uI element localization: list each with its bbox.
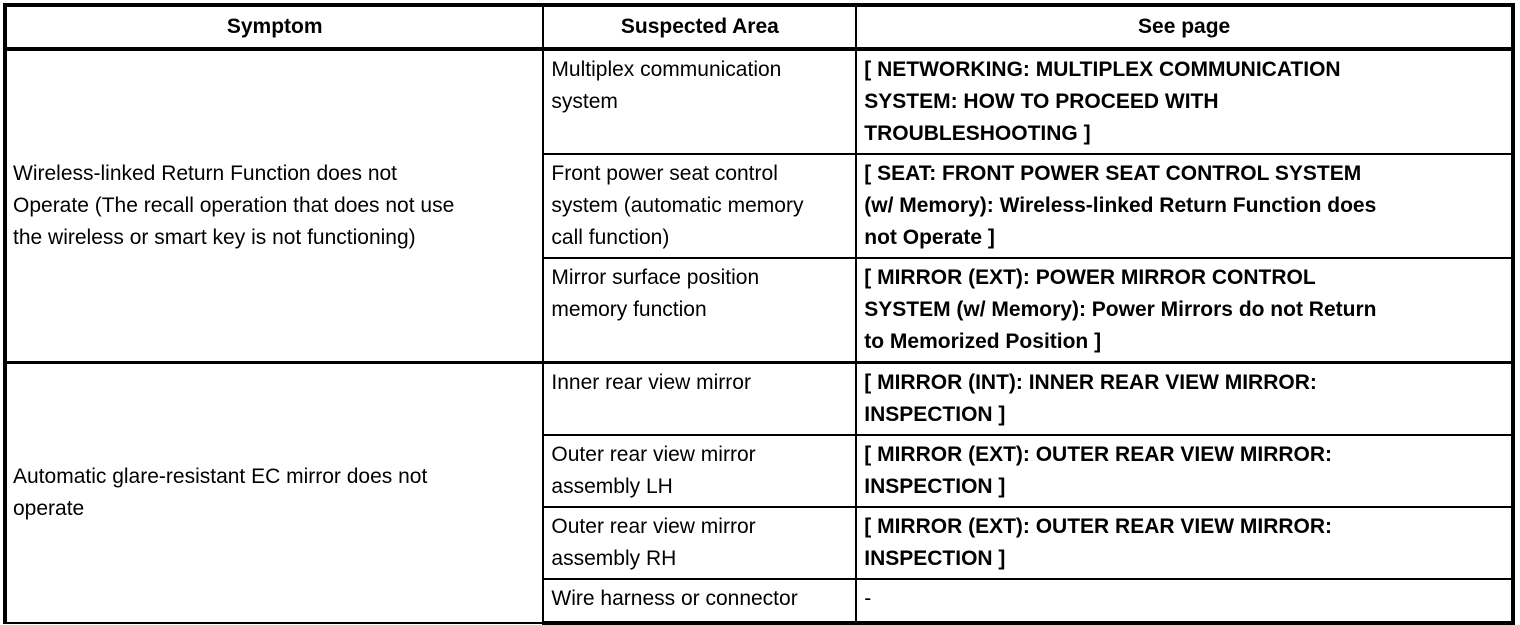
symptom-cell: Automatic glare-resistant EC mirror does… bbox=[2, 361, 545, 624]
header-row: Symptom Suspected Area See page bbox=[2, 3, 1515, 51]
see-page-cell: [ MIRROR (EXT): POWER MIRROR CONTROL SYS… bbox=[855, 257, 1515, 364]
table-row: Mirror surface position memory function … bbox=[5, 257, 1515, 364]
see-page-cell: [ MIRROR (INT): INNER REAR VIEW MIRROR: … bbox=[855, 361, 1515, 436]
table-row: Wire harness or connector - bbox=[5, 578, 1515, 625]
suspected-area-cell: Outer rear view mirror assembly LH bbox=[542, 434, 858, 508]
symptom-table: Symptom Suspected Area See page Wireless… bbox=[2, 3, 1515, 625]
suspected-area-cell: Multiplex communication system bbox=[542, 47, 858, 155]
suspected-area-cell: Inner rear view mirror bbox=[542, 361, 858, 436]
suspected-area-cell: Front power seat control system (automat… bbox=[542, 153, 858, 259]
suspected-area-cell: Wire harness or connector bbox=[542, 578, 858, 625]
see-page-cell: [ MIRROR (EXT): OUTER REAR VIEW MIRROR: … bbox=[855, 434, 1515, 508]
see-page-cell: [ NETWORKING: MULTIPLEX COMMUNICATION SY… bbox=[855, 47, 1515, 155]
table-row: Wireless-linked Return Function does not… bbox=[2, 47, 1515, 364]
column-header-see-page: See page bbox=[855, 3, 1515, 51]
see-page-cell: - bbox=[855, 578, 1515, 625]
see-page-cell: [ SEAT: FRONT POWER SEAT CONTROL SYSTEM … bbox=[855, 153, 1515, 259]
table-row: Front power seat control system (automat… bbox=[5, 153, 1515, 259]
see-page-cell: [ MIRROR (EXT): OUTER REAR VIEW MIRROR: … bbox=[855, 506, 1515, 580]
table-row: Automatic glare-resistant EC mirror does… bbox=[2, 361, 1515, 624]
column-header-suspected-area: Suspected Area bbox=[542, 3, 858, 51]
suspected-area-cell: Outer rear view mirror assembly RH bbox=[542, 506, 858, 580]
table-row: Outer rear view mirror assembly RH [ MIR… bbox=[5, 506, 1515, 580]
suspected-area-cell: Mirror surface position memory function bbox=[542, 257, 858, 364]
table-row: Outer rear view mirror assembly LH [ MIR… bbox=[5, 434, 1515, 508]
symptom-cell: Wireless-linked Return Function does not… bbox=[2, 47, 545, 364]
column-header-symptom: Symptom bbox=[2, 3, 545, 51]
